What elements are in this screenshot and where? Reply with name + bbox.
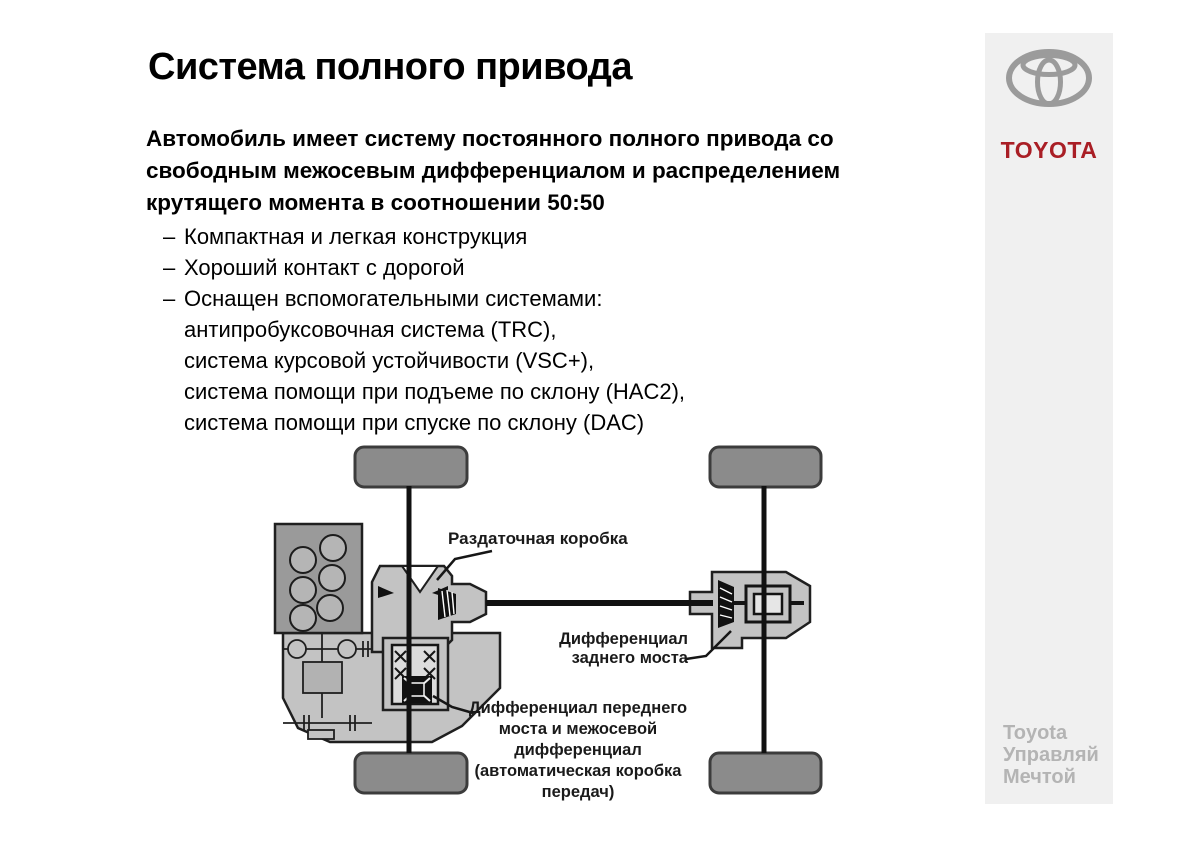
bullet-dash: – bbox=[163, 255, 176, 280]
leader-lines bbox=[432, 549, 732, 715]
transfer-case bbox=[370, 564, 488, 654]
front-diff-label-line: моста и межосевой bbox=[499, 720, 657, 738]
list-item: –Компактная и легкая конструкция bbox=[163, 221, 803, 252]
sub-list-item: система помощи при подъеме по склону (HA… bbox=[184, 379, 686, 404]
shafts bbox=[406, 486, 767, 753]
list-item: –Оснащен вспомогательными системами: bbox=[163, 283, 803, 314]
front-diff-label-line: передач) bbox=[542, 783, 615, 801]
wheels bbox=[353, 445, 823, 795]
cylinder bbox=[289, 546, 317, 574]
bullet-dash: – bbox=[163, 224, 176, 249]
front-diff-label-line: (автоматическая коробка bbox=[475, 762, 683, 780]
front-diff-label-line: дифференциал bbox=[514, 741, 642, 759]
rear-diff-leader bbox=[685, 630, 732, 661]
rear-diff-label-line: Дифференциал bbox=[559, 630, 688, 648]
cylinder bbox=[319, 534, 347, 562]
bullet-text: Компактная и легкая конструкция bbox=[184, 224, 528, 249]
front-diff-label-line: Дифференциал переднего bbox=[469, 699, 687, 717]
rear-left-wheel bbox=[708, 445, 823, 489]
brand-sidebar: TOYOTA Toyota Управляй Мечтой bbox=[985, 33, 1113, 804]
toyota-emblem-icon bbox=[1006, 49, 1092, 107]
front-right-wheel bbox=[353, 751, 469, 795]
transfer-case-leader bbox=[436, 549, 493, 581]
sub-list-item: система курсовой устойчивости (VSC+), bbox=[184, 348, 595, 373]
bullet-text: Оснащен вспомогательными системами: bbox=[184, 286, 603, 311]
page-title: Система полного привода bbox=[148, 46, 632, 88]
bullet-text: Хороший контакт с дорогой bbox=[184, 255, 465, 280]
brand-tagline: Toyota Управляй Мечтой bbox=[1003, 722, 1099, 788]
bullet-dash: – bbox=[163, 286, 176, 311]
cylinder bbox=[318, 564, 346, 592]
front-diff-leader bbox=[432, 694, 474, 715]
list-item: –Хороший контакт с дорогой bbox=[163, 252, 803, 283]
toyota-wordmark: TOYOTA bbox=[1000, 137, 1098, 163]
sub-list-item: система помощи при спуске по склону (DAC… bbox=[184, 410, 645, 435]
intro-paragraph: Автомобиль имеет систему постоянного пол… bbox=[146, 126, 841, 215]
tagline-line: Управляй bbox=[1003, 744, 1099, 766]
rear-diff-label-line: заднего моста bbox=[572, 649, 689, 667]
cylinder bbox=[289, 604, 317, 632]
front-left-wheel bbox=[353, 445, 469, 489]
rear-right-wheel bbox=[708, 751, 823, 795]
transfer-case-label: Раздаточная коробка bbox=[448, 529, 628, 548]
sub-list-item: антипробуксовочная система (TRC), bbox=[184, 317, 557, 342]
cylinder bbox=[289, 576, 317, 604]
engine-block bbox=[273, 522, 364, 635]
tagline-line: Мечтой bbox=[1003, 766, 1076, 788]
cylinder bbox=[316, 594, 344, 622]
rear-differential bbox=[688, 570, 812, 650]
bullet-list: –Компактная и легкая конструкция –Хороши… bbox=[163, 221, 803, 438]
tagline-line: Toyota bbox=[1003, 722, 1068, 744]
